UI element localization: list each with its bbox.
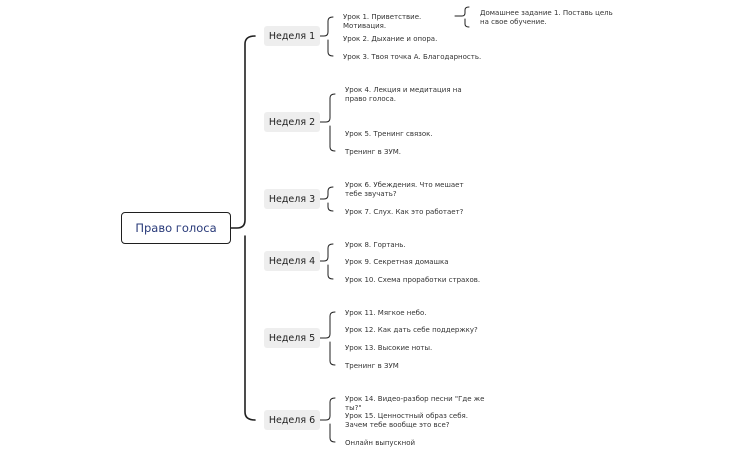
root-brace: [230, 35, 256, 421]
lesson-item[interactable]: Тренинг в ЗУМ.: [345, 148, 401, 156]
lesson-item[interactable]: Урок 7. Слух. Как это работает?: [345, 208, 464, 216]
lesson-item[interactable]: Урок 9. Секретная домашка: [345, 258, 449, 266]
lesson-item[interactable]: Урок 12. Как дать себе поддержку?: [345, 326, 478, 334]
lesson-item[interactable]: Урок 5. Тренинг связок.: [345, 130, 433, 138]
root-node[interactable]: Право голоса: [121, 212, 231, 244]
lesson-item[interactable]: Урок 1. Приветствие. Мотивация.: [343, 13, 422, 30]
lesson-item[interactable]: Урок 11. Мягкое небо.: [345, 309, 427, 317]
lesson-item[interactable]: Урок 13. Высокие ноты.: [345, 344, 433, 352]
week-brace: [319, 93, 336, 152]
week-node-2[interactable]: Неделя 2: [264, 112, 320, 132]
homework-brace: [454, 6, 470, 28]
week-brace: [319, 311, 336, 366]
lesson-item[interactable]: Урок 6. Убеждения. Что мешает тебе звуча…: [345, 181, 464, 198]
lesson-item[interactable]: Онлайн выпускной: [345, 439, 416, 447]
week-node-4[interactable]: Неделя 4: [264, 251, 320, 271]
week-brace: [319, 397, 336, 443]
week-node-6[interactable]: Неделя 6: [264, 410, 320, 430]
lesson-item[interactable]: Урок 2. Дыхание и опора.: [343, 35, 438, 43]
week-brace: [319, 243, 334, 280]
lesson-item[interactable]: Урок 14. Видео-разбор песни "Где же ты?": [345, 395, 485, 412]
week-node-5[interactable]: Неделя 5: [264, 328, 320, 348]
week-node-1[interactable]: Неделя 1: [264, 26, 320, 46]
lesson-item[interactable]: Урок 4. Лекция и медитация на право голо…: [345, 86, 462, 103]
lesson-item[interactable]: Урок 8. Гортань.: [345, 241, 406, 249]
lesson-item[interactable]: Урок 3. Твоя точка А. Благодарность.: [343, 53, 482, 61]
week-brace: [319, 186, 334, 212]
week-node-3[interactable]: Неделя 3: [264, 189, 320, 209]
lesson-item[interactable]: Урок 10. Схема проработки страхов.: [345, 276, 481, 284]
homework-item[interactable]: Домашнее задание 1. Поставь цель на свое…: [480, 9, 613, 26]
lesson-item[interactable]: Тренинг в ЗУМ: [345, 362, 399, 370]
lesson-item[interactable]: Урок 15. Ценностный образ себя. Зачем те…: [345, 412, 468, 429]
week-brace: [319, 16, 334, 57]
